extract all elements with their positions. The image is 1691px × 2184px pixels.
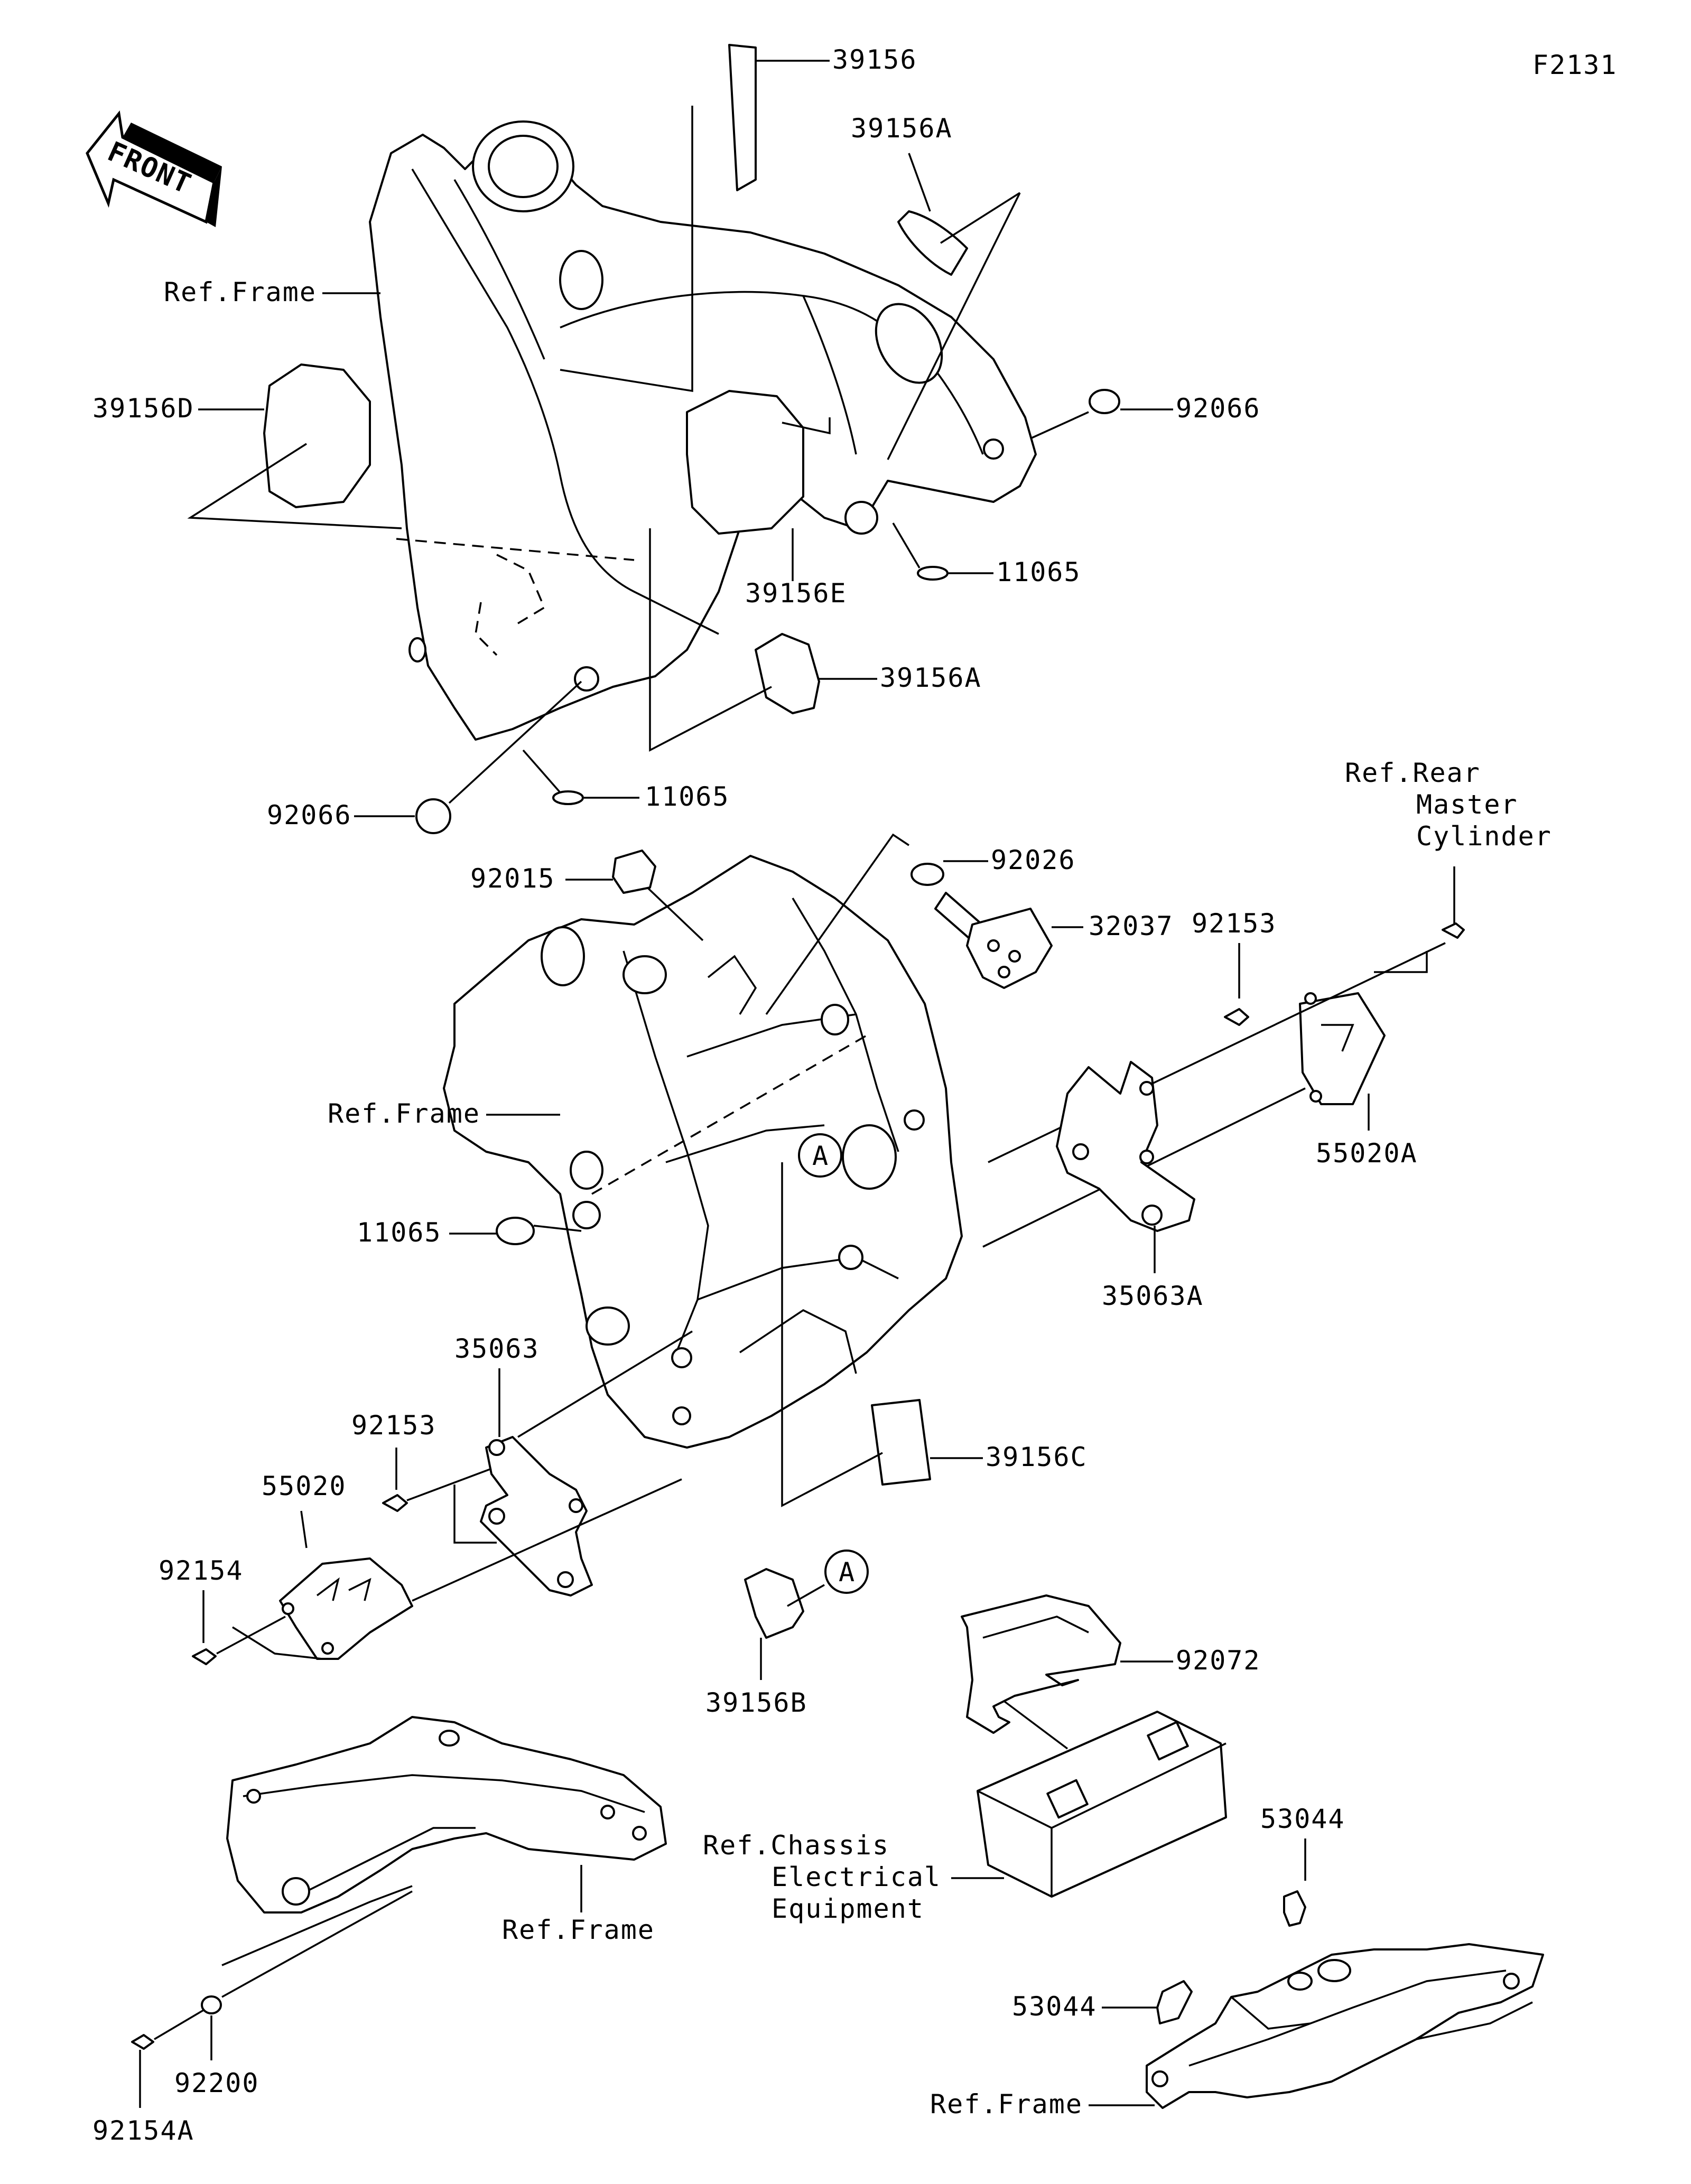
bolt-92154	[192, 1648, 217, 1665]
bracket-55020A	[1299, 992, 1386, 1105]
clip-53044-left	[1156, 1980, 1193, 2024]
label-53044-top: 53044	[1260, 1804, 1345, 1834]
decal-39156B	[744, 1568, 804, 1639]
label-11065-mid: 11065	[645, 781, 730, 812]
subframe	[1146, 1943, 1544, 2109]
label-92153-right: 92153	[1192, 908, 1277, 939]
frame-tail	[221, 1716, 667, 1966]
ref-rear-line1: Ref.Rear	[1345, 758, 1481, 788]
svg-text:A: A	[839, 1557, 856, 1588]
decal-39156A-top	[897, 210, 968, 276]
ref-frame-2: Ref.Frame	[328, 1098, 480, 1129]
label-39156B: 39156B	[705, 1687, 807, 1718]
label-39156: 39156	[832, 44, 917, 75]
ref-rear-line2: Master	[1416, 789, 1518, 820]
battery-holder-92072	[961, 1594, 1121, 1734]
bracket-32037	[934, 892, 1053, 989]
bracket-35063A	[1056, 1061, 1195, 1232]
svg-text:A: A	[812, 1141, 829, 1171]
bracket-35063	[480, 1436, 593, 1597]
collar-92015	[612, 850, 656, 894]
decal-39156	[728, 44, 757, 191]
label-11065-lower: 11065	[357, 1217, 442, 1248]
diagram-code: F2131	[1532, 50, 1618, 80]
label-92066-right: 92066	[1176, 393, 1261, 424]
ref-frame-4: Ref.Frame	[930, 2089, 1083, 2120]
label-92015: 92015	[470, 863, 555, 894]
cover-39156D	[263, 363, 371, 508]
label-92153-left: 92153	[351, 1410, 436, 1441]
label-55020A: 55020A	[1316, 1138, 1418, 1169]
battery	[977, 1711, 1227, 1898]
washer-92026	[910, 863, 944, 886]
label-35063: 35063	[454, 1333, 540, 1364]
bolt-92153-left	[382, 1494, 408, 1512]
label-39156E: 39156E	[745, 578, 847, 609]
label-39156D: 39156D	[92, 393, 194, 424]
clip-53044-top	[1283, 1890, 1306, 1927]
bolt-92154A	[131, 2034, 154, 2050]
decal-39156A-mid	[755, 633, 820, 714]
label-53044-left: 53044	[1012, 1991, 1097, 2022]
ref-rear-line3: Cylinder	[1416, 821, 1552, 852]
label-55020: 55020	[262, 1471, 347, 1501]
grommet-11065-mid	[552, 790, 584, 805]
callout-a-decal: A	[824, 1550, 869, 1594]
cover-39156E	[686, 390, 804, 535]
bolt-rear-master	[1442, 922, 1465, 939]
label-92154A: 92154A	[92, 2115, 194, 2146]
label-92154: 92154	[159, 1555, 244, 1586]
washer-92200	[201, 1995, 222, 2014]
ref-chassis-line2: Electrical	[772, 1862, 941, 1892]
callout-a-frame: A	[798, 1133, 842, 1178]
ref-chassis-line1: Ref.Chassis	[703, 1830, 889, 1861]
label-39156C: 39156C	[986, 1442, 1088, 1472]
front-arrow-icon: FRONT	[86, 110, 222, 227]
bracket-55020	[279, 1557, 413, 1660]
ref-frame-1: Ref.Frame	[164, 277, 317, 307]
lower-frame	[443, 855, 963, 1449]
grommet-11065-upper	[917, 566, 949, 581]
label-32037: 32037	[1089, 911, 1174, 941]
ref-frame-3: Ref.Frame	[502, 1915, 655, 1945]
bolt-92153-right	[1224, 1008, 1249, 1026]
label-92066-left: 92066	[267, 800, 352, 830]
grommet-92066-left	[415, 798, 451, 834]
grommet-92066-right	[1089, 389, 1120, 414]
label-92026: 92026	[991, 845, 1076, 875]
label-11065-upper: 11065	[996, 557, 1081, 587]
label-39156A-mid: 39156A	[880, 662, 982, 693]
label-39156A-top: 39156A	[851, 113, 953, 144]
decal-39156C	[871, 1399, 931, 1486]
label-35063A: 35063A	[1102, 1281, 1204, 1311]
grommet-11065-lower	[496, 1217, 535, 1245]
label-92200: 92200	[174, 2068, 259, 2098]
ref-chassis-line3: Equipment	[772, 1893, 924, 1924]
label-92072: 92072	[1176, 1645, 1261, 1676]
